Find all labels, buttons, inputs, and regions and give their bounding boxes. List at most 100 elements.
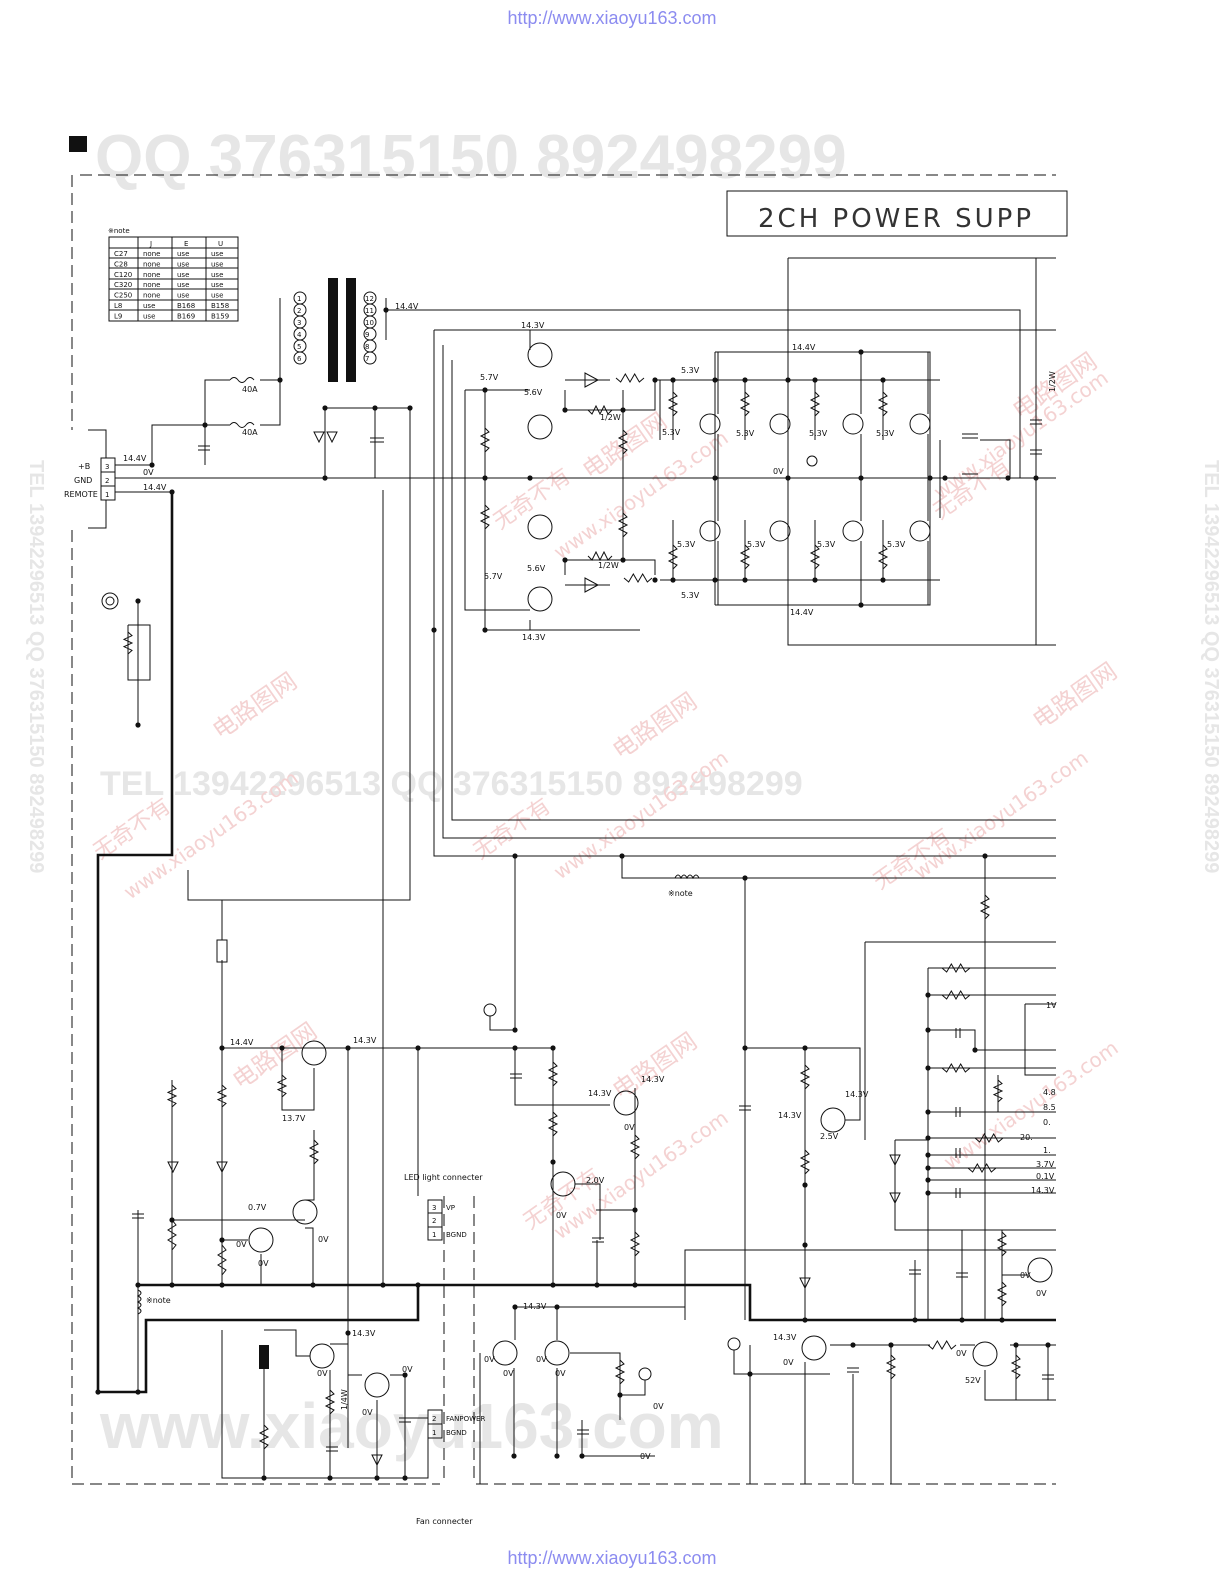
- junction-dot: [652, 377, 658, 383]
- voltage-label: 5.3V: [681, 366, 700, 375]
- capacitor-symbol: [847, 1367, 859, 1373]
- mosfet-symbol: [769, 413, 791, 435]
- connector-label-gnd: GND: [74, 476, 92, 485]
- rating-label: 1/4W: [340, 1389, 349, 1410]
- led-pin: 1: [432, 1231, 436, 1239]
- voltage-label: 14.3V: [353, 1036, 377, 1045]
- transistor-symbol: [613, 1090, 639, 1116]
- junction-dot: [742, 1045, 748, 1051]
- watermark-cn-3: 电路图网: [207, 667, 302, 745]
- capacitor-symbol: [399, 1417, 411, 1423]
- capacitor-symbol: [956, 1272, 968, 1278]
- junction-dot: [407, 405, 413, 411]
- resistors: [122, 373, 1022, 1450]
- note-table-header: J: [149, 240, 152, 248]
- mosfet-symbol: [699, 520, 721, 542]
- watermark-url-bottom: www.xiaoyu163.com: [99, 1390, 724, 1462]
- transistor-symbol: [820, 1107, 846, 1133]
- note-table-cell: use: [177, 292, 189, 300]
- transistor-symbol: [801, 1335, 827, 1361]
- junction-dot: [1013, 1342, 1019, 1348]
- voltage-label: 14.4V: [395, 302, 419, 311]
- resistor-symbol: [324, 1389, 336, 1415]
- capacitor-symbol: [577, 1429, 589, 1435]
- led-connector: LED light connecter 3 2 1 VP BGND: [404, 1173, 483, 1241]
- fuse-label: 40A: [242, 428, 258, 437]
- resistor-symbol: [615, 373, 645, 383]
- junction-dot: [327, 1475, 333, 1481]
- resistor-symbol: [587, 550, 613, 562]
- diode-symbol: [216, 1161, 228, 1174]
- mosfet-symbol: [909, 413, 931, 435]
- junction-dot: [562, 557, 568, 563]
- watermark-cn2-2: 无奇不有: [469, 794, 555, 865]
- transformer-pin-label: 11: [365, 307, 374, 315]
- connector-pin: 2: [105, 477, 109, 485]
- diode-symbol: [371, 1454, 383, 1467]
- junction-dot: [858, 475, 864, 481]
- junction-dot: [942, 475, 948, 481]
- diode-symbol: [889, 1192, 901, 1205]
- capacitor-symbol: [955, 1148, 961, 1158]
- transformer-pin-label: 1: [297, 295, 301, 303]
- transformer-pin-label: 4: [297, 331, 302, 339]
- transistor-symbol: [1027, 1257, 1053, 1283]
- junction-dot: [712, 475, 718, 481]
- junction-dot: [482, 475, 488, 481]
- rating-label: 1/2W: [1048, 371, 1057, 392]
- mosfet-symbol: [909, 520, 931, 542]
- title-box: [726, 190, 1068, 237]
- resistor-symbol: [739, 391, 751, 417]
- voltage-label: 5.6V: [527, 564, 546, 573]
- resistor-symbol: [623, 573, 653, 583]
- capacitor-symbol: [739, 1105, 751, 1111]
- transistor-symbol: [527, 514, 553, 540]
- resistor-symbol: [547, 1111, 559, 1137]
- voltage-label: 0V: [143, 468, 154, 477]
- junction-dot: [550, 1045, 556, 1051]
- note-marker: ※note: [668, 889, 693, 898]
- rating-label: 1/2W: [600, 413, 621, 422]
- junction-dot: [632, 1207, 638, 1213]
- resistor-symbol: [799, 1149, 811, 1175]
- connector-outline: [443, 1196, 475, 1484]
- junction-dot: [345, 1045, 351, 1051]
- voltage-label: 14.3V: [523, 1302, 547, 1311]
- header-url[interactable]: http://www.xiaoyu163.com: [507, 8, 717, 28]
- resistor-symbol: [974, 1133, 1004, 1143]
- note-table-header: E: [184, 240, 188, 248]
- voltage-label: 0V: [556, 1211, 567, 1220]
- resistor-symbol: [941, 1063, 971, 1073]
- resistor-symbol: [587, 404, 613, 416]
- note-table-cell: use: [177, 271, 189, 279]
- voltage-label: 5.3V: [677, 540, 696, 549]
- fuse-label: 40A: [242, 385, 258, 394]
- voltage-label: 0V: [773, 467, 784, 476]
- resistor-symbol: [167, 1219, 177, 1251]
- junction-dot: [670, 577, 676, 583]
- main-connector: +B GND REMOTE 3 2 1: [64, 429, 116, 529]
- resistor-symbol: [992, 1079, 1004, 1103]
- junction-dot: [219, 1045, 225, 1051]
- resistor-symbol: [276, 1074, 288, 1098]
- footer-url[interactable]: http://www.xiaoyu163.com: [507, 1548, 717, 1568]
- voltage-label: 0.7V: [248, 1203, 267, 1212]
- diode-bridge-symbol: [313, 431, 338, 444]
- capacitor-symbol: [955, 1107, 961, 1117]
- resistor-symbol: [979, 894, 991, 920]
- junction-dot: [880, 577, 886, 583]
- voltage-label: 14.3V: [778, 1111, 802, 1120]
- junction-dot: [219, 1282, 225, 1288]
- voltage-label: 0V: [402, 1365, 413, 1374]
- junction-dot: [512, 1304, 518, 1310]
- note-table-cell: B168: [177, 302, 195, 310]
- test-point: [483, 1003, 497, 1017]
- wires-top: [97, 257, 1056, 1393]
- voltage-label: 20.: [1020, 1133, 1033, 1142]
- junction-dot: [959, 1317, 965, 1323]
- watermark-cn-7: 电路图网: [227, 1017, 322, 1095]
- connector-pin: 1: [105, 491, 109, 499]
- junction-dot: [169, 1282, 175, 1288]
